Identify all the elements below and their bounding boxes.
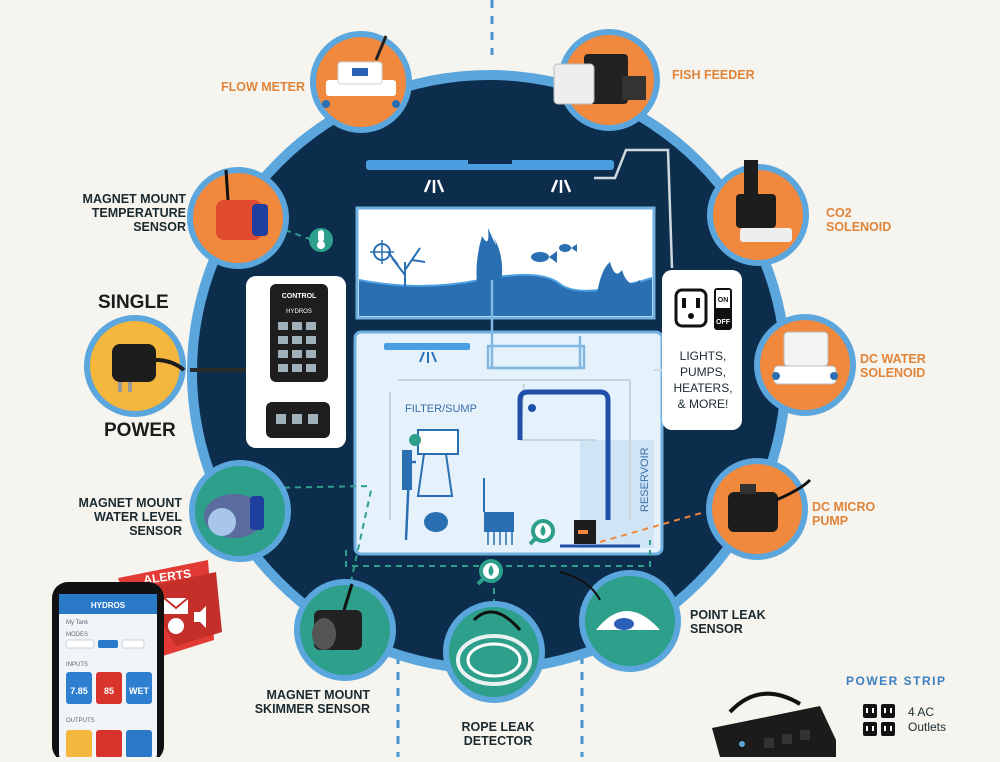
co2-line-2: SOLENOID	[826, 220, 892, 234]
skimmer-line-1: MAGNET MOUNT	[266, 688, 370, 702]
outlet-grid-icon	[863, 704, 895, 736]
co2-line-1: CO2	[826, 206, 852, 220]
water-level-line-3: SENSOR	[129, 524, 182, 538]
point-leak-line-1: POINT LEAK	[690, 608, 766, 622]
flow-meter-label: FLOW METER	[220, 80, 305, 94]
light-bar	[366, 160, 614, 170]
point-leak-line-2: SENSOR	[690, 622, 743, 636]
phone-mockup: ALERTS HYDROS My Tank MODES INPUTS 7.85 …	[52, 560, 222, 762]
fish-icon	[531, 252, 549, 262]
co2-solenoid-device	[707, 160, 809, 266]
reading-value-ph: 7.85	[70, 686, 88, 696]
filter-sump-label: FILTER/SUMP	[405, 403, 477, 415]
temperature-sensor-device	[187, 167, 289, 269]
speaker-icon	[194, 606, 206, 628]
water-level-line-1: MAGNET MOUNT	[78, 496, 182, 510]
power-strip-device	[712, 691, 836, 757]
reading-tile-leak[interactable]	[126, 672, 152, 704]
reservoir-label: RESERVOIR	[639, 447, 651, 512]
reading-tile-temp[interactable]	[96, 672, 122, 704]
dc-water-solenoid-label: DC WATER SOLENOID	[860, 352, 960, 380]
dc-micro-pump-label: DC MICRO PUMP	[812, 500, 902, 528]
temp-sensor-line-2: TEMPERATURE	[91, 206, 186, 220]
power-strip-desc-2: Outlets	[908, 720, 946, 734]
temp-sensor-line-1: MAGNET MOUNT	[82, 192, 186, 206]
rope-leak-label: ROPE LEAK DETECTOR	[448, 720, 548, 748]
power-strip-desc-1: 4 AC	[908, 705, 934, 719]
reading-value-temp: 85	[104, 686, 114, 696]
dc-water-solenoid-device	[754, 314, 856, 416]
controller-brand: CONTROL	[282, 293, 317, 300]
chat-icon	[168, 618, 184, 634]
temp-sensor-label: MAGNET MOUNT TEMPERATURE SENSOR	[60, 192, 186, 234]
phone-tank-name: My Tank	[66, 620, 89, 626]
single-power-device	[84, 315, 186, 417]
switch-off-label: OFF	[716, 319, 731, 326]
rope-leak-line-1: ROPE LEAK	[461, 720, 535, 734]
skimmer-pump-icon	[424, 512, 448, 532]
phone-modes-label: MODES	[66, 632, 88, 638]
water-level-line-2: WATER LEVEL	[94, 510, 182, 524]
phone-app-name: HYDROS	[91, 601, 126, 610]
power-strip-title: POWER STRIP	[846, 674, 947, 688]
filter-comb-icon	[484, 512, 514, 532]
point-leak-magnifier-icon	[528, 519, 555, 546]
outlet-icon	[674, 288, 708, 328]
co2-solenoid-label: CO2 SOLENOID	[826, 206, 916, 234]
light-rays-icon	[423, 179, 572, 193]
leak-magnifier-icon	[476, 559, 503, 586]
power-label: POWER	[104, 420, 176, 441]
reservoir-water	[580, 440, 654, 548]
reading-value-leak: WET	[129, 686, 149, 696]
tank-water	[359, 274, 652, 316]
reef-icon	[596, 262, 640, 300]
feeder-cable	[594, 148, 674, 269]
dc-water-line-2: SOLENOID	[860, 366, 926, 380]
point-leak-label: POINT LEAK SENSOR	[690, 608, 790, 636]
sump-light	[384, 343, 470, 350]
water-level-sensor-label: MAGNET MOUNT WATER LEVEL SENSOR	[60, 496, 182, 538]
flow-meter-device	[310, 31, 412, 133]
skimmer-line-2: SKIMMER SENSOR	[254, 702, 370, 716]
switch-on-label: ON	[718, 297, 729, 304]
reading-tile-ph[interactable]	[66, 672, 92, 704]
dc-pump-line-1: DC MICRO	[812, 500, 876, 514]
phone-inputs-label: INPUTS	[66, 662, 88, 668]
ato-tube	[517, 389, 611, 520]
single-label: SINGLE	[98, 292, 169, 313]
water-level-sensor-device	[189, 460, 291, 562]
dc-pump-line-2: PUMP	[812, 514, 849, 528]
temp-sensor-line-3: SENSOR	[133, 220, 186, 234]
output-tile-2[interactable]	[96, 730, 122, 758]
outlet-line-2: PUMPS,	[680, 365, 726, 379]
output-tile-3[interactable]	[126, 730, 152, 758]
point-leak-sensor-device	[559, 570, 681, 672]
plant-icon	[476, 228, 503, 300]
output-tile-1[interactable]	[66, 730, 92, 758]
dc-micro-pump-device	[706, 458, 812, 560]
outlet-line-4: & MORE!	[678, 397, 729, 411]
rope-leak-line-2: DETECTOR	[463, 734, 533, 748]
skimmer-sensor-device	[294, 579, 396, 681]
pump-connector	[599, 511, 706, 543]
dc-water-line-1: DC WATER	[860, 352, 926, 366]
fish-feeder-device	[553, 29, 660, 131]
rope-leak-detector-device	[443, 601, 545, 703]
outlet-line-1: LIGHTS,	[680, 349, 727, 363]
outlet-line-3: HEATERS,	[673, 381, 732, 395]
skimmer-head	[417, 429, 459, 455]
skimmer-sensor-label: MAGNET MOUNT SKIMMER SENSOR	[220, 688, 370, 716]
fish-feeder-label: FISH FEEDER	[672, 68, 755, 82]
coral-icon	[387, 247, 426, 300]
controller-name: HYDROS	[286, 309, 312, 315]
alerts-label: ALERTS	[142, 566, 191, 587]
phone-outputs-label: OUTPUTS	[66, 718, 95, 724]
